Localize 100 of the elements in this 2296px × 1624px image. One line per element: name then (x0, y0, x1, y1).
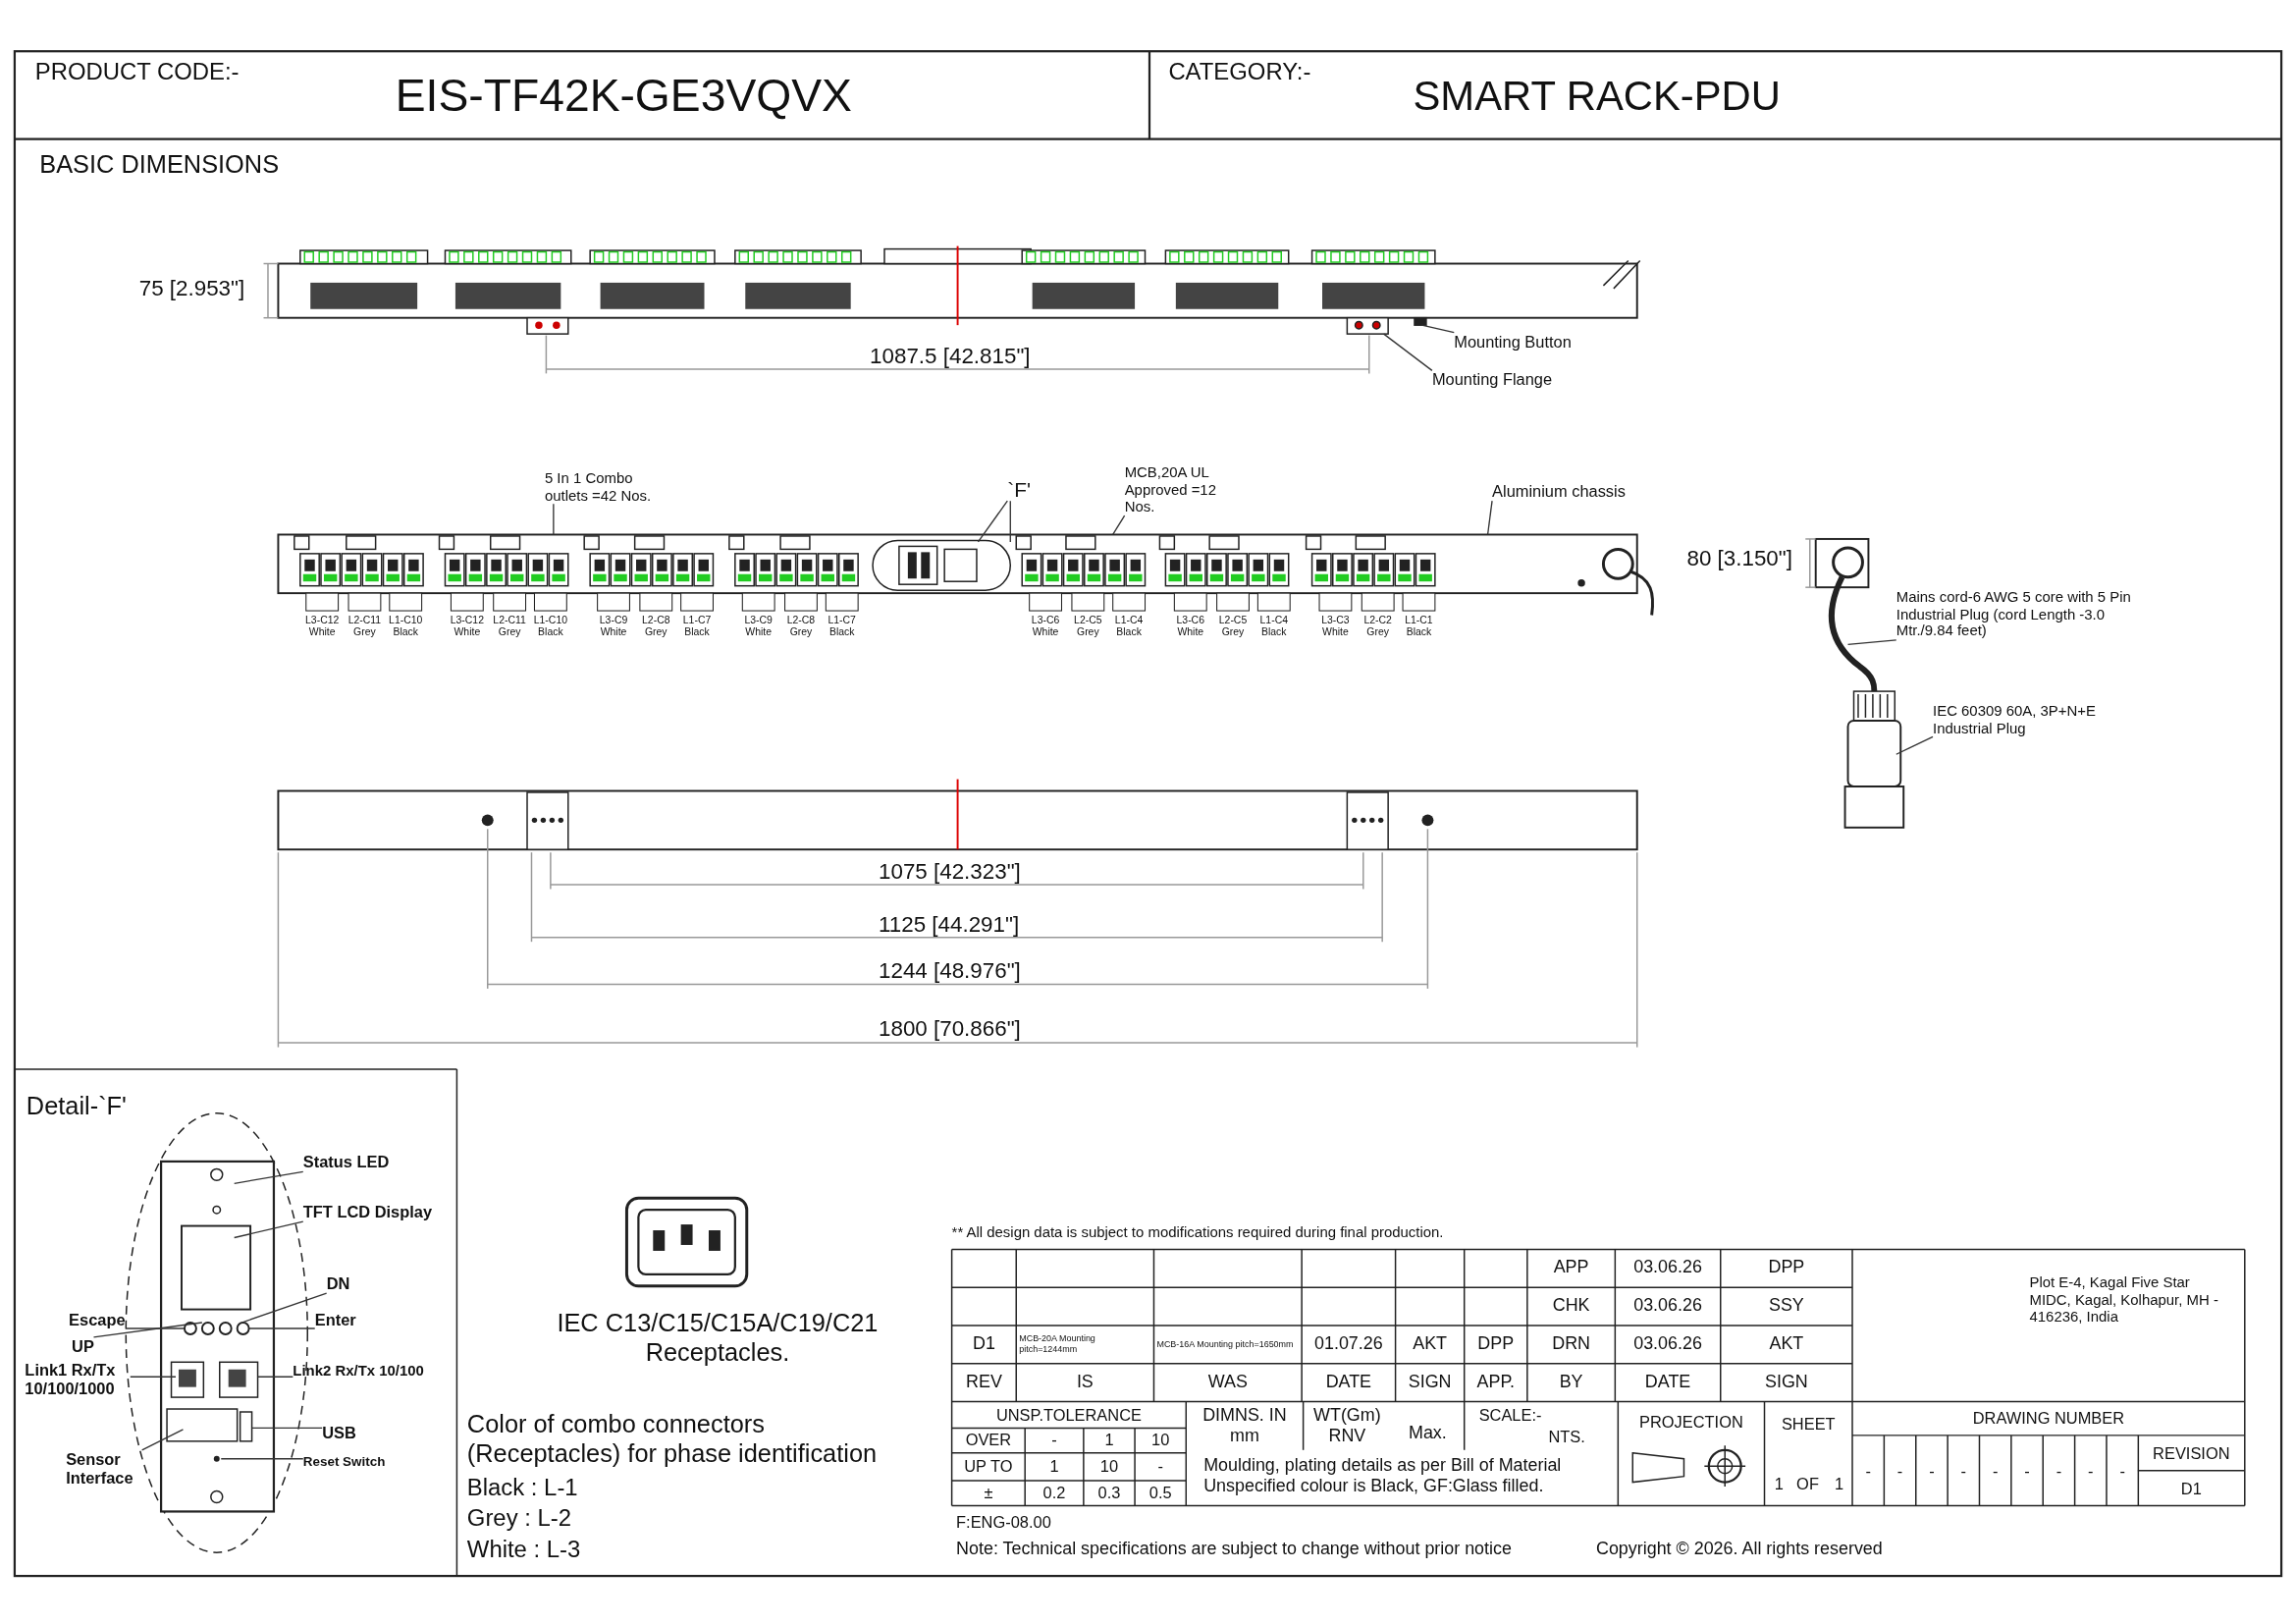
outlet-label: L2-C8 Grey (641, 615, 671, 639)
leader-line (130, 1376, 177, 1378)
callout-label: Aluminium chassis (1492, 481, 1626, 501)
category-name: SMART RACK-PDU (1413, 73, 1781, 121)
callout-label: Mains cord-6 AWG 5 core with 5 Pin Industrial Plug (cord Length -3.0 Mtr./9.84 feet) (1896, 588, 2149, 640)
outlet-label: L3-C6 White (1175, 615, 1205, 639)
outlet-label: L1-C1 Black (1404, 615, 1434, 639)
outlet-label: L2-C8 Grey (785, 615, 817, 639)
table-cell-text: DRN (1551, 1331, 1591, 1356)
table-cell-text: 1 (1048, 1456, 1060, 1478)
table-cell-text: SSY (1767, 1293, 1805, 1318)
outlet-label: L3-C12 White (304, 615, 341, 639)
table-cell-text: UNSP.TOLERANCE (994, 1404, 1143, 1426)
leader-line (553, 503, 555, 536)
table-cell-text: - (2055, 1460, 2063, 1482)
product-code: EIS-TF42K-GE3VQVX (395, 70, 852, 123)
leader-line (1383, 333, 1433, 372)
outlet-label: L1-C7 Black (681, 615, 713, 639)
outlet-label: L1-C7 Black (827, 615, 857, 639)
outlet-label: L1-C4 Black (1258, 615, 1289, 639)
table-cell-text: MCB-16A Mounting pitch=1650mm (1155, 1338, 1295, 1351)
leader-line (1420, 324, 1455, 334)
table-cell-text: 10 (1150, 1430, 1171, 1451)
receptacle-caption: IEC C13/C15/C15A/C19/C21 Receptacles. (556, 1309, 880, 1367)
table-cell-text: APP (1552, 1256, 1590, 1279)
table-cell-text: REVISION (2152, 1442, 2231, 1464)
table-cell-text: ± (983, 1483, 994, 1504)
table-cell-text: - (2023, 1460, 2031, 1482)
table-note: Moulding, plating details as per Bill of Material Unspecified colour is Black, GF:Glass filled. (1203, 1455, 1563, 1496)
table-cell-text: SIGN (1764, 1370, 1809, 1394)
outlet-label: L2-C5 Grey (1217, 615, 1249, 639)
table-cell-text: 0.5 (1148, 1483, 1173, 1504)
leader-line (1486, 500, 1493, 536)
outlet-label: L3-C6 White (1030, 615, 1061, 639)
dimension-label: 75 [2.953"] (138, 275, 245, 301)
header-label: CATEGORY:- (1168, 58, 1311, 86)
table-cell-text: UP TO (963, 1456, 1014, 1478)
table-cell-text: NTS. (1547, 1426, 1586, 1447)
color-key: Grey : L-2 (466, 1505, 571, 1533)
table-cell-text: MCB-20A Mounting pitch=1244mm (1018, 1333, 1096, 1356)
outlet-label: L3-C3 White (1320, 615, 1351, 639)
note-text: Note: Technical specifications are subject to change without prior notice (956, 1539, 1512, 1560)
dimension-label: 80 [3.150"] (1686, 544, 1792, 570)
callout-label: Escape (69, 1311, 126, 1329)
table-cell-text: 10 (1098, 1456, 1120, 1478)
outlet-label: L1-C4 Black (1113, 615, 1145, 639)
callout-label: TFT LCD Display (302, 1202, 433, 1221)
note-text: ** All design data is subject to modifications required during final production. (951, 1224, 1444, 1242)
copyright-text: Copyright © 2026. All rights reserved (1595, 1539, 1883, 1560)
address-text: Plot E-4, Kagal Five Star MIDC, Kagal, Kolhapur, MH - 416236, India (2029, 1273, 2219, 1326)
table-cell-text: - (1991, 1460, 2000, 1482)
table-cell-text: SCALE:- (1477, 1404, 1543, 1426)
table-cell-text: 0.2 (1041, 1483, 1067, 1504)
leader-line (234, 1220, 304, 1239)
table-cell-text: 1 (1773, 1473, 1785, 1494)
outlet-label: L2-C5 Grey (1073, 615, 1103, 639)
table-cell-text: - (1928, 1460, 1936, 1482)
table-cell-text: - (1959, 1460, 1967, 1482)
table-cell-text: IS (1075, 1370, 1095, 1394)
outlet-label: L3-C9 White (598, 615, 629, 639)
table-cell-text: AKT (1412, 1331, 1449, 1356)
dimension-label: 1125 [44.291"] (879, 910, 1020, 937)
outlet-label: L2-C11 Grey (347, 615, 383, 639)
table-cell-text: OVER (964, 1430, 1013, 1451)
table-cell-text: - (1050, 1430, 1058, 1451)
color-note: Color of combo connectors (Receptacles) for phase identification (466, 1410, 879, 1468)
section-heading: BASIC DIMENSIONS (39, 150, 280, 180)
header-label: PRODUCT CODE:- (34, 58, 240, 86)
table-cell-text: D1 (2179, 1478, 2203, 1499)
callout-label: Reset Switch (302, 1454, 386, 1470)
table-cell-text: CHK (1551, 1293, 1591, 1318)
callout-label: Enter (314, 1311, 356, 1329)
callout-label: Mounting Button (1454, 332, 1572, 352)
table-cell-text: REV (965, 1370, 1003, 1394)
form-number: F:ENG-08.00 (956, 1512, 1051, 1532)
table-cell-text: 03.06.26 (1632, 1256, 1703, 1279)
table-cell-text: 1 (1103, 1430, 1115, 1451)
table-cell-text: OF (1795, 1473, 1820, 1494)
leader-line (220, 1458, 304, 1460)
callout-label: Link1 Rx/Tx 10/100/1000 (25, 1360, 131, 1398)
table-cell-text: WT(Gm) RNV (1312, 1403, 1382, 1448)
dimension-label: 1075 [42.323"] (879, 858, 1021, 884)
leader-line (1112, 514, 1126, 536)
table-cell-text: 01.07.26 (1313, 1331, 1384, 1356)
leader-line (977, 500, 1008, 543)
table-cell-text: BY (1558, 1370, 1584, 1394)
table-cell-text: DATE (1643, 1370, 1692, 1394)
mounting-button (1414, 316, 1427, 326)
table-cell-text: - (1864, 1460, 1872, 1482)
table-cell-text: D1 (972, 1331, 996, 1356)
callout-label: MCB,20A UL Approved =12 Nos. (1124, 463, 1242, 515)
table-cell-text: - (1896, 1460, 1904, 1482)
callout-label: USB (322, 1423, 356, 1442)
table-cell-text: 1 (1834, 1473, 1845, 1494)
dimension-label: 1087.5 [42.815"] (870, 343, 1031, 368)
table-cell-text: - (1156, 1456, 1164, 1478)
outlet-label: L1-C10 Black (388, 615, 424, 639)
table-cell-text: DIMNS. IN mm (1201, 1403, 1288, 1448)
mounting-flange (1346, 316, 1389, 335)
outlet-label: L3-C9 White (743, 615, 774, 639)
